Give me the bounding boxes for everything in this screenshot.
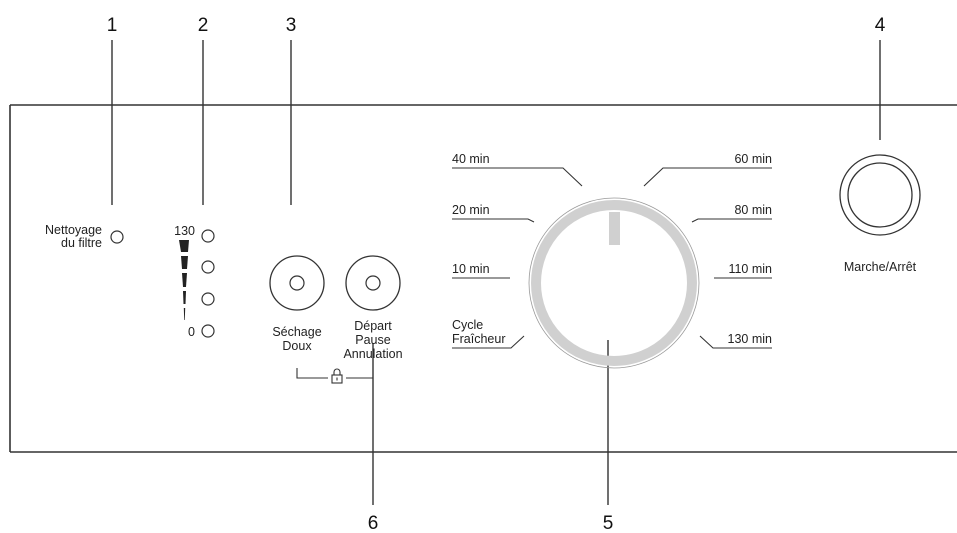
- gentle-dry-label-line2: Doux: [282, 339, 312, 353]
- dial-ring: [531, 200, 697, 366]
- callout-6: 6: [368, 513, 379, 533]
- start-pause-button[interactable]: [345, 255, 401, 311]
- callout-4: 4: [875, 15, 886, 36]
- power-button[interactable]: [839, 154, 921, 236]
- level-wedge-1: [179, 240, 189, 252]
- level-led-4: [201, 324, 215, 338]
- dial-pointer: [609, 212, 620, 245]
- dial-label-40min: 40 min: [452, 152, 490, 166]
- level-wedge-4: [183, 291, 186, 304]
- dial-leaders-left: [452, 167, 583, 349]
- dial-edge: [528, 197, 700, 369]
- callout-2: 2: [198, 15, 209, 36]
- dial-label-80min: 80 min: [734, 203, 772, 217]
- level-wedge-3: [182, 273, 187, 287]
- gentle-dry-button[interactable]: [269, 255, 325, 311]
- callout-5: 5: [603, 513, 614, 533]
- dial-label-60min: 60 min: [734, 152, 772, 166]
- dial-label-10min: 10 min: [452, 262, 490, 276]
- start-label-line2: Pause: [355, 333, 390, 347]
- callout-1: 1: [107, 15, 118, 36]
- padlock-icon: [331, 368, 343, 384]
- filter-led: [110, 230, 124, 244]
- filter-label-line2: du filtre: [61, 236, 102, 250]
- level-bottom-label: 0: [188, 325, 195, 339]
- dial-label-fraicheur: Fraîcheur: [452, 332, 506, 346]
- dial-label-cycle: Cycle: [452, 318, 483, 332]
- dial-leaders-right: [643, 167, 772, 349]
- panel-outline: [9, 104, 957, 453]
- filter-label-line1: Nettoyage: [45, 223, 102, 237]
- program-dial[interactable]: [528, 197, 700, 369]
- dial-label-20min: 20 min: [452, 203, 490, 217]
- level-led-2: [201, 260, 215, 274]
- start-label-line1: Départ: [354, 319, 392, 333]
- level-led-3: [201, 292, 215, 306]
- filter-indicator: Nettoyage du filtre: [45, 223, 124, 250]
- level-top-label: 130: [174, 224, 195, 238]
- dial-label-130min: 130 min: [728, 332, 773, 346]
- level-wedge-5: [183, 308, 186, 320]
- level-led-1: [201, 229, 215, 243]
- power-label: Marche/Arrêt: [844, 260, 917, 274]
- callout-3: 3: [286, 15, 297, 36]
- level-wedge-2: [181, 256, 188, 269]
- dryness-level-indicator: 130 0: [174, 224, 215, 339]
- start-label-line3: Annulation: [343, 347, 402, 361]
- dial-label-110min: 110 min: [728, 262, 772, 276]
- child-lock-bracket: [296, 368, 373, 379]
- callout-leaders: [111, 40, 881, 505]
- gentle-dry-label-line1: Séchage: [272, 325, 321, 339]
